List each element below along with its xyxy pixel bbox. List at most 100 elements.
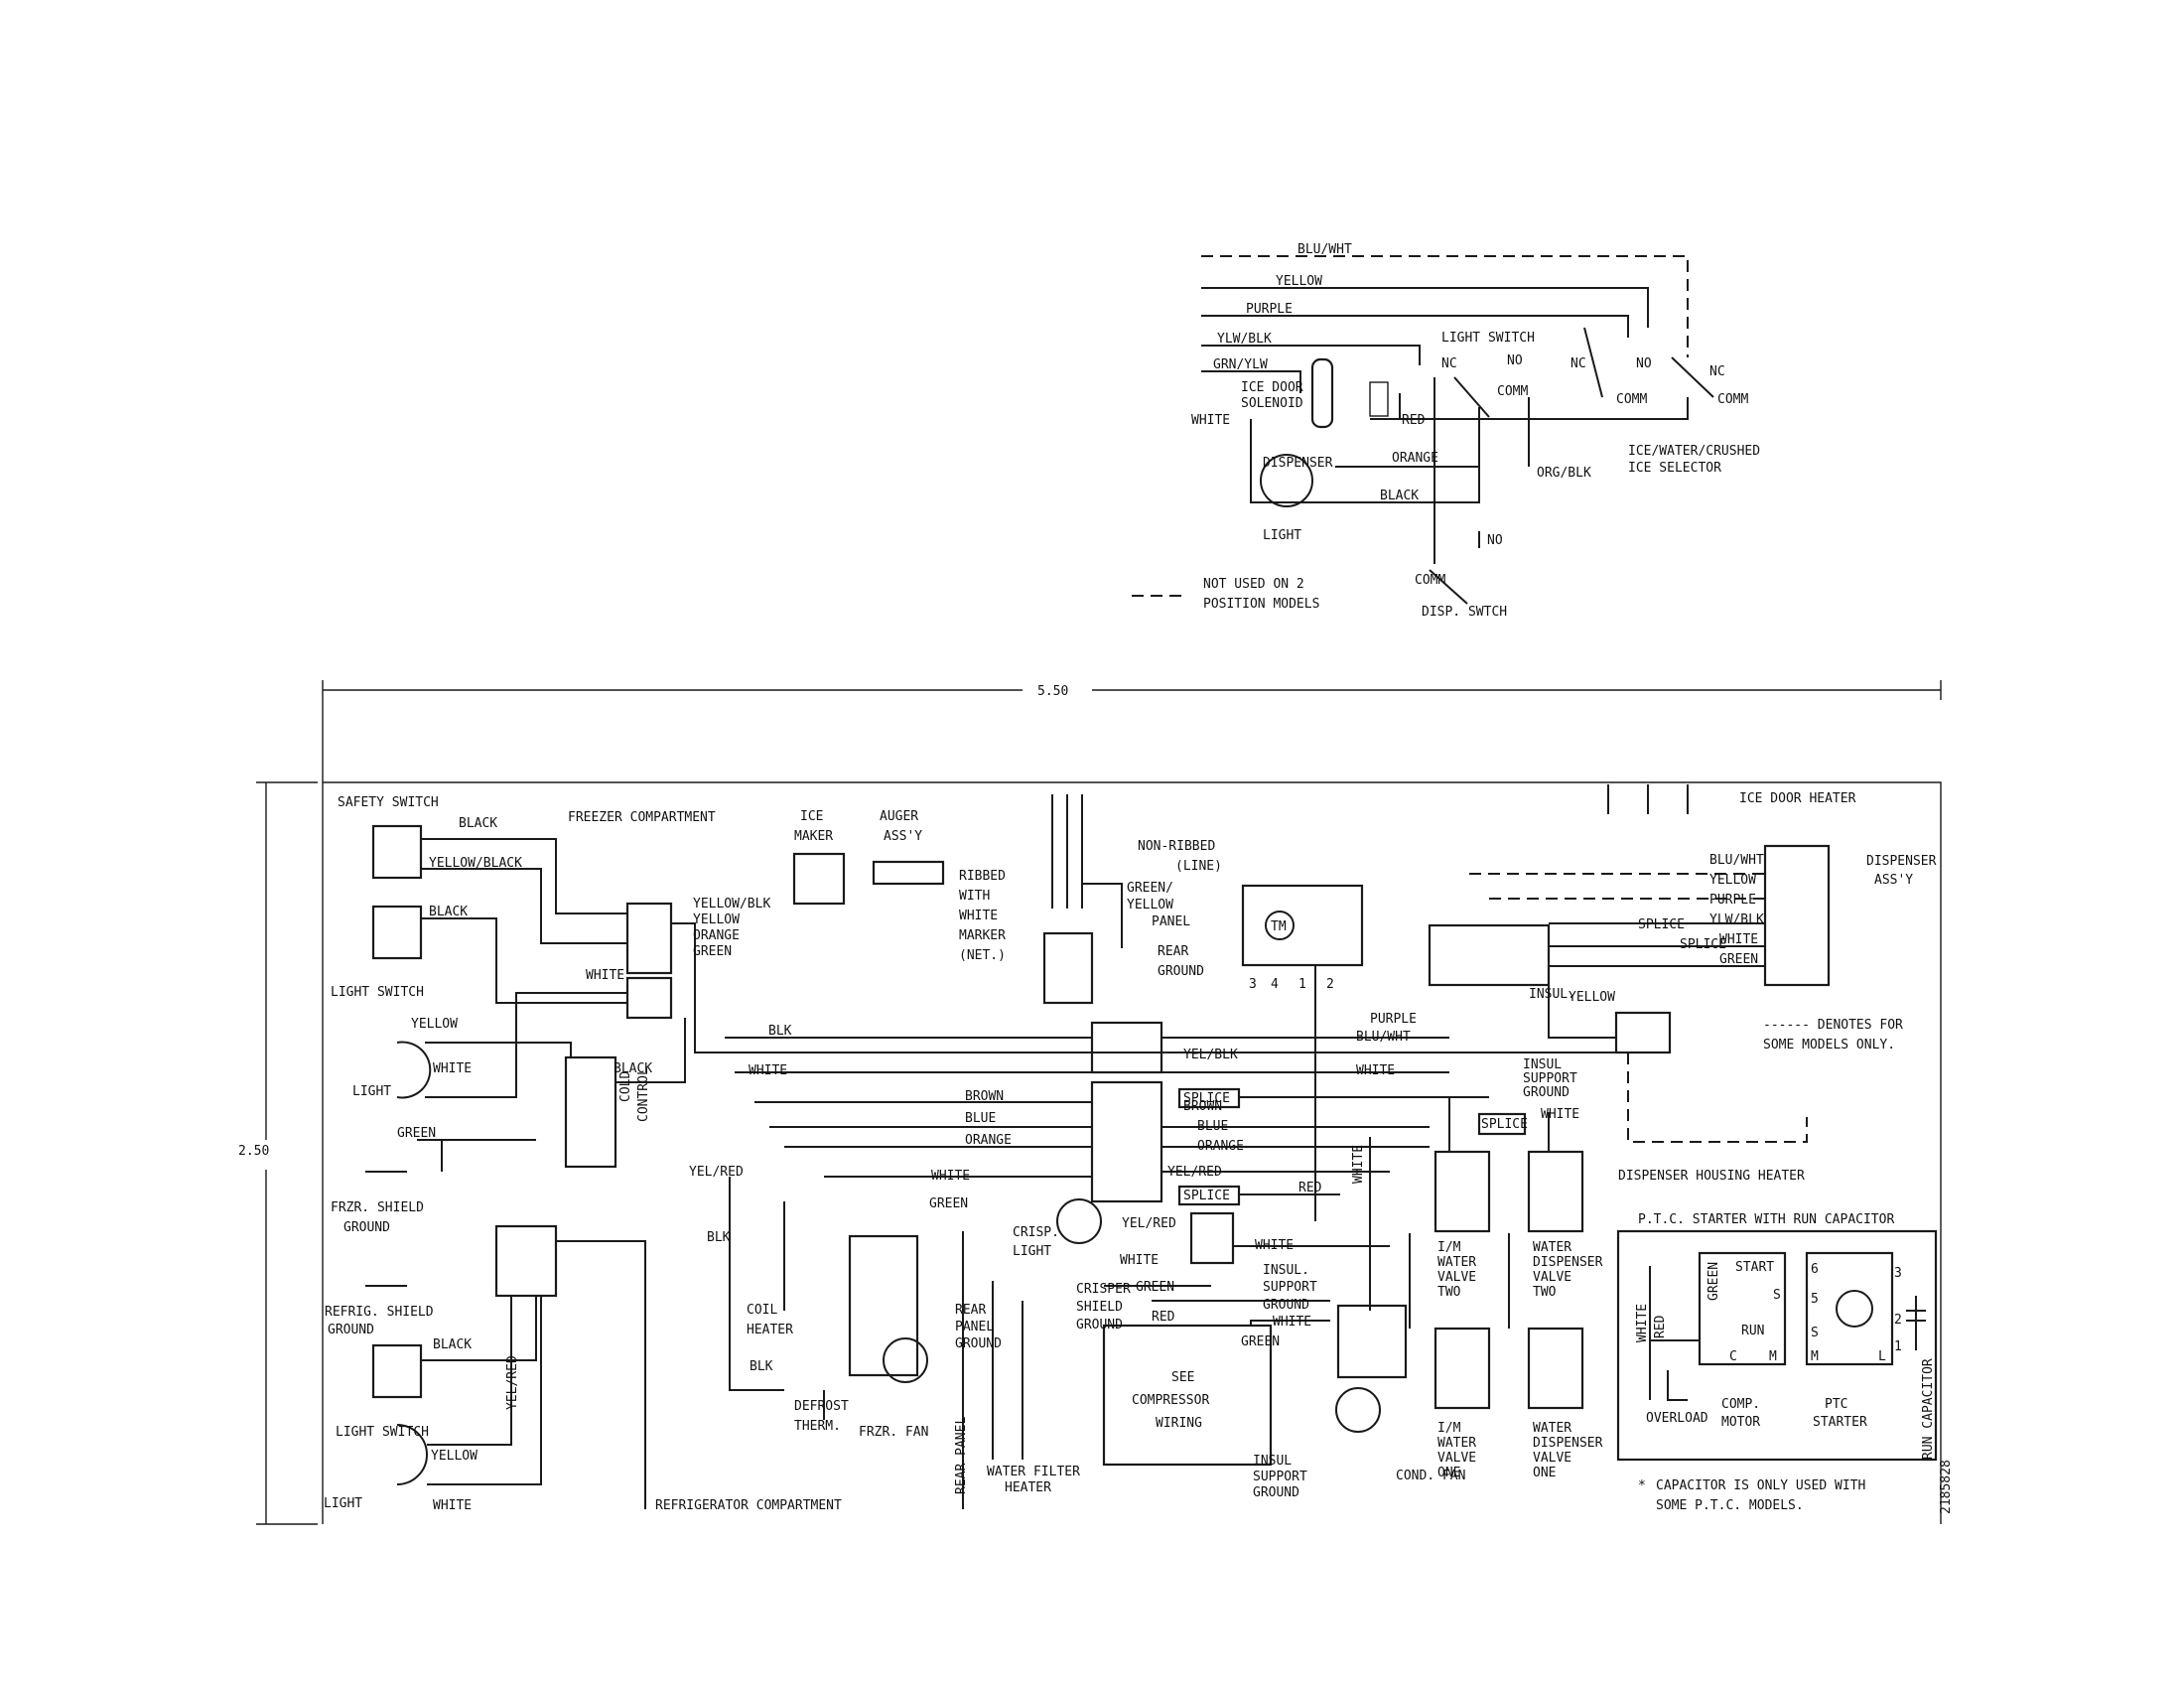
label-non-ribbed-2: (LINE) <box>1175 859 1222 874</box>
label-yel-red-c2: YEL/RED <box>689 1165 744 1180</box>
label-crisper-shield-1: CRISPER <box>1076 1282 1131 1297</box>
label-term-3: 3 <box>1249 977 1257 992</box>
timer-motor <box>1265 911 1296 940</box>
label-grn-ylw-top: GRN/YLW <box>1213 357 1268 372</box>
label-cold-control-2: CONTROL <box>636 1067 651 1122</box>
ptc-starter-inset: P.T.C. STARTER WITH RUN CAPACITOR WHITE … <box>1616 1212 1954 1514</box>
frzr-fan-housing <box>848 1234 919 1377</box>
label-ptc-title: P.T.C. STARTER WITH RUN CAPACITOR <box>1638 1212 1894 1227</box>
disp-valve-one <box>1527 1327 1584 1410</box>
label-white-c2: WHITE <box>749 1063 787 1078</box>
label-nc-1: NC <box>1441 356 1457 371</box>
label-insul-support-b-1: INSUL <box>1253 1454 1292 1469</box>
safety-switch-body <box>371 824 423 880</box>
label-ptc-start: START <box>1735 1260 1774 1275</box>
label-im-valve-two-1: I/M <box>1437 1240 1461 1255</box>
wire-valve-links <box>1409 1233 1510 1329</box>
ptc-starter-box <box>1805 1251 1894 1366</box>
dispenser-connector <box>1428 923 1551 987</box>
label-yel-red-vertical: YEL/RED <box>505 1355 520 1410</box>
wire-yellow-blk-main <box>671 922 1628 1053</box>
wire-green-ground <box>417 1139 536 1172</box>
height-dimension-value: 2.50 <box>238 1144 269 1159</box>
label-yellow-1: YELLOW <box>411 1017 458 1032</box>
label-cold-control-1: COLD <box>618 1071 633 1102</box>
label-im-valve-one-4: ONE <box>1437 1466 1460 1480</box>
label-yellow-r: YELLOW <box>1709 873 1756 888</box>
label-insul-support-r2: SUPPORT <box>1523 1071 1577 1086</box>
label-white-top: WHITE <box>1191 413 1230 428</box>
label-ptc-s-motor: S <box>1773 1288 1781 1303</box>
label-compressor-2: COMPRESSOR <box>1132 1393 1209 1408</box>
label-ptc-3: 3 <box>1894 1266 1902 1281</box>
wire-white-light <box>425 992 627 1098</box>
wire-green-compressor <box>1250 1320 1330 1326</box>
label-rear-panel: REAR PANEL <box>954 1417 969 1494</box>
cold-control-body <box>564 1055 617 1169</box>
label-green-c4: GREEN <box>1241 1334 1280 1349</box>
label-red-top: RED <box>1402 413 1426 428</box>
power-cord-leads <box>1051 794 1083 909</box>
label-light-top: LIGHT <box>1263 528 1301 543</box>
dispenser-light-bulb <box>1260 454 1314 507</box>
wire-refrig-right <box>556 1240 646 1509</box>
label-brown-c2: BROWN <box>1183 1099 1222 1114</box>
label-ptc-c: C <box>1729 1349 1737 1364</box>
label-splice-r1: SPLICE <box>1638 917 1685 932</box>
light-switch-2-body <box>371 1343 423 1399</box>
label-orange-c3: ORANGE <box>1197 1139 1244 1154</box>
label-rear-panel-gnd-2: PANEL <box>955 1320 994 1334</box>
dimension-lines: 5.50 2.50 <box>238 680 1942 1525</box>
label-dispenser-assy-2: ASS'Y <box>1874 873 1913 888</box>
label-black-2: BLACK <box>429 905 468 919</box>
label-blue-c2: BLUE <box>1197 1119 1228 1134</box>
label-light-switch-top: LIGHT SWITCH <box>1441 331 1535 346</box>
label-splice-r3: SPLICE <box>1481 1117 1528 1132</box>
label-blk-c3: BLK <box>750 1359 773 1374</box>
label-ptc-overload: OVERLOAD <box>1646 1411 1708 1426</box>
label-black-3: BLACK <box>433 1337 472 1352</box>
ptc-white-lead <box>1649 1266 1700 1400</box>
label-red-c: RED <box>1298 1181 1322 1195</box>
frzr-fan-motor <box>883 1337 929 1383</box>
label-blk-c2: BLK <box>707 1230 731 1245</box>
label-frzr-shield-2: GROUND <box>343 1220 390 1235</box>
label-ptc-comp-motor-2: MOTOR <box>1721 1415 1760 1430</box>
label-ptc-starter-2: STARTER <box>1813 1415 1867 1430</box>
label-disp-valve-one-1: WATER <box>1533 1421 1571 1436</box>
wire-yellow-light-2 <box>427 1296 512 1446</box>
label-compressor-3: WIRING <box>1156 1416 1202 1431</box>
label-ice-maker-2: MAKER <box>794 829 833 844</box>
label-ice-selector-1: ICE/WATER/CRUSHED <box>1628 444 1760 459</box>
label-frzr-fan: FRZR. FAN <box>859 1425 928 1440</box>
label-orange-c2: ORANGE <box>965 1133 1012 1148</box>
label-insul-support-r3: GROUND <box>1523 1085 1570 1100</box>
label-yellow-black: YELLOW/BLACK <box>429 856 522 871</box>
line-connector <box>1042 931 1094 1005</box>
label-term-1: 1 <box>1298 977 1306 992</box>
label-im-valve-one-1: I/M <box>1437 1421 1461 1436</box>
label-white-c7: WHITE <box>1273 1315 1311 1330</box>
wire-black-light-2 <box>421 1296 537 1361</box>
label-insul-support-1: INSUL. <box>1263 1263 1309 1278</box>
label-nc-2: NC <box>1570 356 1586 371</box>
label-dispenser-top: DISPENSER <box>1263 456 1333 471</box>
wire-valve-feeds <box>1448 1097 1550 1152</box>
wire-white-top <box>1250 419 1330 503</box>
label-orange-top: ORANGE <box>1392 451 1438 466</box>
label-insul-support-b-2: SUPPORT <box>1253 1470 1307 1484</box>
label-ribbed-4: MARKER <box>959 928 1006 943</box>
label-white-c6: WHITE <box>1255 1238 1294 1253</box>
wire-yel-red-center <box>729 1177 784 1391</box>
wire-black-top <box>1320 407 1480 503</box>
wire-ylw-blk-top <box>1201 345 1421 365</box>
selector-blade-2 <box>1671 356 1714 398</box>
note-asterisk: * <box>1638 1478 1646 1493</box>
label-ptc-green: GREEN <box>1706 1262 1721 1301</box>
label-ptc-5: 5 <box>1811 1292 1819 1307</box>
label-ylw-blk-top: YLW/BLK <box>1217 332 1272 347</box>
center-components: ICE MAKER AUGER ASS'Y YELLOW/BLK YELLOW … <box>586 794 1489 1509</box>
label-yellow2-r: YELLOW <box>1569 990 1615 1005</box>
label-no-3: NO <box>1487 533 1503 548</box>
label-yellow-c: YELLOW <box>693 912 740 927</box>
